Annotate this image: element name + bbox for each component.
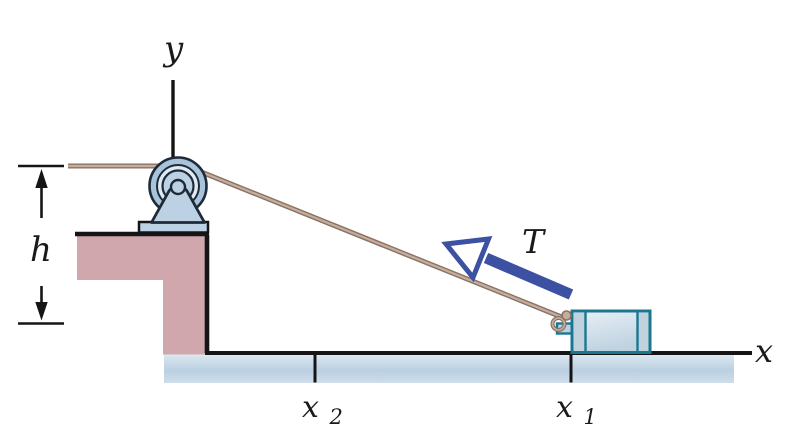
pedestal-outline [75, 231, 210, 353]
x2-label-base: x [302, 390, 319, 425]
pulley-axle [169, 178, 187, 196]
down-arrowhead-icon [35, 302, 48, 321]
support-pedestal [77, 236, 206, 355]
x2-label-subscript: 2 [328, 405, 342, 429]
ground-strip [164, 354, 734, 383]
tension-arrowhead-icon [441, 236, 493, 283]
up-arrowhead-icon [35, 169, 48, 188]
tension-arrow-shaft [483, 252, 574, 300]
cord-knot-loop-highlight [551, 317, 566, 331]
block-right-panel [637, 313, 649, 351]
cord-inclined-highlight [199, 170, 565, 320]
tension-force-arrow: T [441, 222, 574, 300]
block [550, 309, 652, 354]
x1-label-subscript: 1 [583, 405, 596, 429]
y-axis-label: y [162, 29, 184, 69]
height-dimension: h [18, 164, 64, 325]
x2-label: x 2 [302, 390, 343, 429]
pulley [137, 156, 210, 234]
x1-label: x 1 [556, 390, 597, 429]
height-label: h [30, 230, 52, 270]
x-axis-label: x [755, 332, 773, 370]
cord-knot [561, 310, 572, 321]
x1-label-base: x [556, 390, 573, 425]
tension-label: T [522, 222, 547, 261]
block-left-panel [574, 313, 586, 351]
